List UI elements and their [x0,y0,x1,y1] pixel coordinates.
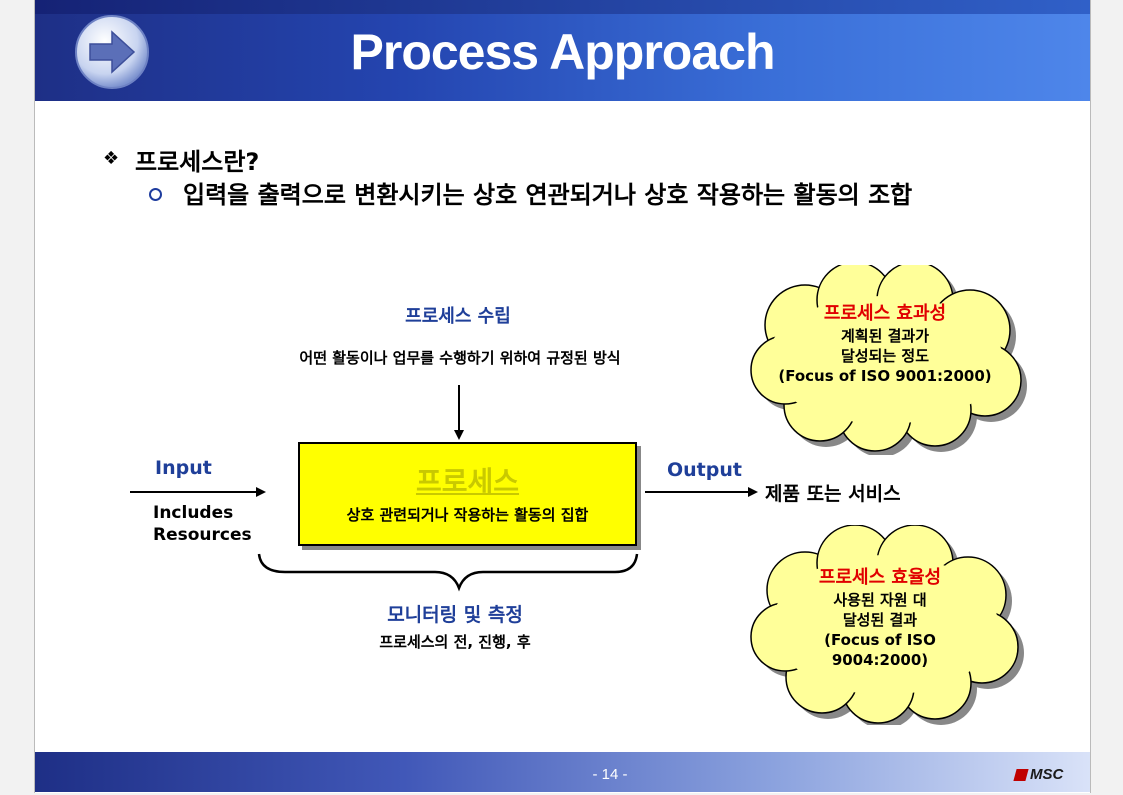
slide-footer: - 14 - MSC [35,752,1090,792]
efficiency-text: 프로세스 효율성 사용된 자원 대 달성된 결과 (Focus of ISO 9… [780,566,980,670]
process-box: 프로세스 상호 관련되거나 작용하는 활동의 집합 [298,442,637,546]
includes-line-2: Resources [153,525,252,545]
msc-logo-text: MSC [1030,766,1064,783]
arrow-circle-icon [75,15,149,89]
includes-resources: Includes Resources [153,502,252,546]
plan-title: 프로세스 수립 [405,306,511,327]
slide: Process Approach ❖ 프로세스란? 입력을 출력으로 변환시키는… [34,0,1091,793]
diagram-connectors [130,385,758,592]
efficiency-title: 프로세스 효율성 [818,567,942,588]
header-top-bar [35,0,1090,14]
bullet-definition: 입력을 출력으로 변환시키는 상호 연관되거나 상호 작용하는 활동의 조합 [183,181,913,209]
includes-line-1: Includes [153,503,234,523]
msc-logo: MSC [1013,766,1064,783]
slide-header: Process Approach [35,0,1090,101]
output-label: Output [667,459,742,481]
bullet-question: 프로세스란? [135,148,260,176]
efficiency-line-2: 달성된 결과 [842,611,918,629]
process-description: 상호 관련되거나 작용하는 활동의 집합 [346,506,589,524]
effectiveness-cloud [750,265,1027,455]
input-label: Input [155,457,212,479]
efficiency-line-4: 9004:2000) [831,651,929,669]
msc-logo-icon [1013,769,1029,782]
monitor-brace [257,553,639,592]
plan-description: 어떤 활동이나 업무를 수행하기 위하여 규정된 방식 [299,349,621,367]
circle-bullet-icon [149,188,162,201]
output-text: 제품 또는 서비스 [765,483,901,505]
effectiveness-title: 프로세스 효과성 [823,303,947,324]
effectiveness-line-3: (Focus of ISO 9001:2000) [778,367,992,385]
effectiveness-line-2: 달성되는 정도 [840,347,930,365]
page-title: Process Approach [350,24,776,80]
diamond-bullet-icon: ❖ [103,148,120,169]
page-number: - 14 - [592,766,628,783]
efficiency-line-1: 사용된 자원 대 [833,591,927,609]
monitor-description: 프로세스의 전, 진행, 후 [379,633,531,651]
process-title: 프로세스 [415,465,520,498]
effectiveness-line-1: 계획된 결과가 [840,327,930,345]
efficiency-cloud [750,525,1024,725]
effectiveness-text: 프로세스 효과성 계획된 결과가 달성되는 정도 (Focus of ISO 9… [765,302,1005,386]
monitor-title: 모니터링 및 측정 [387,604,523,626]
efficiency-line-3: (Focus of ISO [824,631,936,649]
